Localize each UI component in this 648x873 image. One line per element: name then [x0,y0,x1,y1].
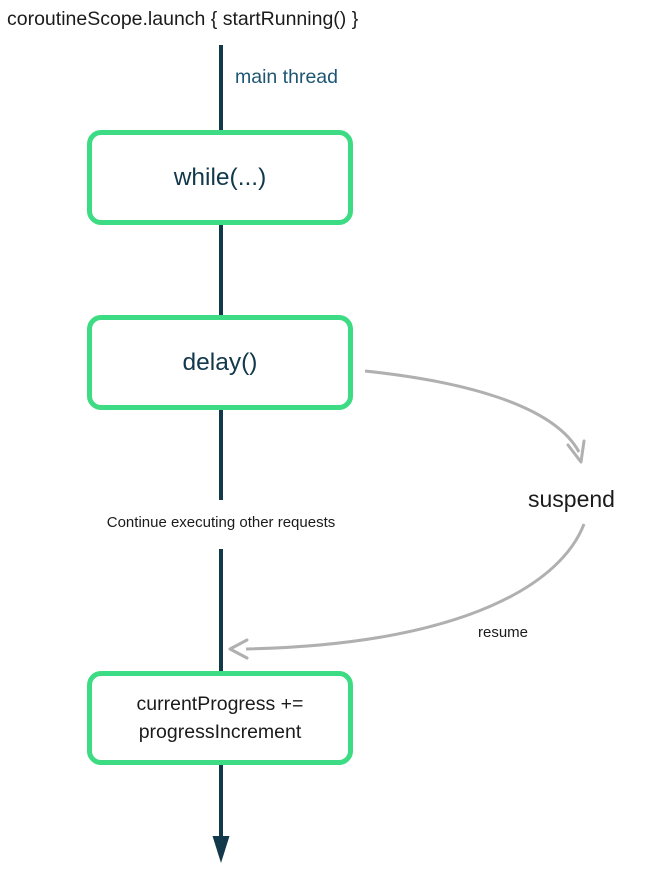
suspend-label: suspend [528,486,615,512]
delay-box: delay() [87,315,353,410]
resume-arrow-curve [245,523,586,651]
progress-box: currentProgress += progressIncrement [87,671,353,765]
while-box: while(...) [87,130,353,225]
continue-executing-label: Continue executing other requests [106,514,336,531]
resume-arrowhead [228,638,249,660]
progress-box-label-line1: currentProgress += [136,692,304,715]
suspend-arrow-curve [364,369,581,453]
main-thread-arrowhead [212,836,230,863]
suspend-arrowhead [566,439,586,464]
while-box-label: while(...) [173,163,267,191]
resume-label: resume [478,624,529,641]
code-caption: coroutineScope.launch { startRunning() } [7,8,359,30]
main-thread-label: main thread [235,66,338,88]
progress-box-label-line2: progressIncrement [138,721,302,743]
delay-box-label: delay() [182,348,258,376]
